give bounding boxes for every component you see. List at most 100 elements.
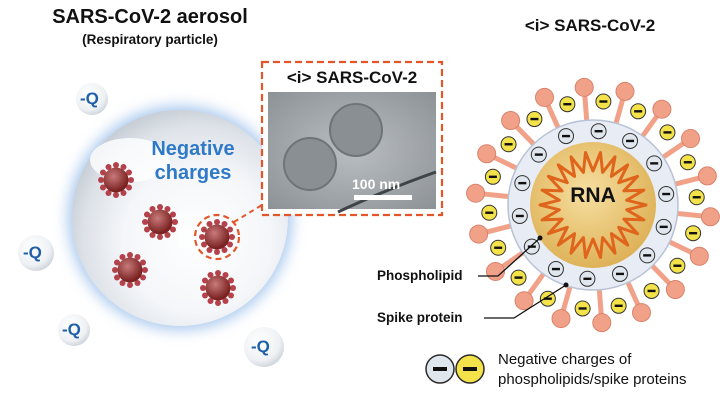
- virus-spike: [139, 274, 146, 281]
- spike-charge-icon: [481, 204, 498, 221]
- virus-spike: [114, 259, 121, 266]
- virus-spike: [149, 206, 156, 213]
- charge-label-2: -Q: [23, 243, 42, 262]
- virus-body: [204, 224, 230, 250]
- spike-head: [665, 279, 685, 299]
- figure-subtitle: (Respiratory particle): [82, 32, 218, 47]
- virus-spike: [120, 164, 127, 171]
- virus-spike: [119, 254, 126, 261]
- spike-charge-icon: [643, 282, 660, 299]
- charge-minus: [583, 277, 592, 280]
- charge-minus: [692, 196, 701, 199]
- tem-virion-2: [283, 137, 337, 191]
- scale-bar: [354, 195, 412, 200]
- legend-line-2: phospholipids/spike proteins: [498, 371, 687, 388]
- virus-particles: [98, 162, 236, 306]
- virus-spike: [119, 279, 126, 286]
- charge-minus: [504, 143, 513, 146]
- spike-proteins: [466, 77, 720, 333]
- virus-spike: [157, 204, 163, 210]
- lipid-charge-icon: [511, 207, 528, 224]
- charge-minus: [494, 246, 503, 249]
- lipid-charge-icon: [611, 265, 628, 282]
- spike-charge-icon: [595, 93, 612, 110]
- charge-minus: [530, 117, 539, 121]
- virus-particle: [112, 252, 148, 288]
- charge-minus: [485, 211, 494, 214]
- charge-minus: [488, 175, 497, 179]
- virus-spike: [139, 259, 146, 266]
- charge-bubble-2: [18, 235, 54, 271]
- spike-head: [689, 246, 709, 266]
- legend-grey-minus: [433, 367, 447, 371]
- spike-charge-icon: [559, 96, 576, 113]
- lipid-charge-icon: [655, 218, 672, 235]
- virus-spike: [105, 164, 112, 171]
- spike-head: [551, 309, 571, 329]
- virus-spike: [98, 177, 104, 183]
- virus-spike: [113, 162, 119, 168]
- virus-spike: [227, 292, 234, 299]
- spike-charge-icon: [526, 111, 543, 128]
- spike-head: [469, 224, 489, 244]
- virus-spike: [207, 297, 214, 304]
- virus-spike: [142, 219, 148, 225]
- virus-spike: [221, 246, 228, 253]
- virus-body: [103, 167, 129, 193]
- virus-spike: [114, 274, 121, 281]
- phospholipid-pointer: [478, 237, 541, 277]
- virus-spike: [214, 249, 220, 255]
- lipid-charge-icon: [658, 186, 675, 203]
- legend-yellow-minus: [463, 367, 477, 371]
- legend-line-1: Negative charges of: [498, 351, 632, 368]
- virus-spike: [100, 169, 107, 176]
- spike-charge-icon: [669, 257, 686, 274]
- virus-spike: [113, 192, 119, 198]
- spike-head: [592, 313, 612, 333]
- charge-minus: [551, 267, 560, 271]
- spike-charge-icon: [574, 300, 591, 317]
- lipid-charge-icon: [514, 175, 531, 192]
- virus-spike: [230, 285, 236, 291]
- spike-head: [700, 207, 720, 227]
- tem-virion-1: [329, 103, 383, 157]
- virus-spike: [206, 246, 213, 253]
- spike-head: [681, 129, 701, 149]
- charge-bubble-4: [244, 327, 284, 367]
- lipid-charge-icon: [523, 238, 540, 255]
- virus-spike: [226, 226, 233, 233]
- virus-spike: [144, 211, 151, 218]
- virus-spike: [201, 241, 208, 248]
- virus-spike: [222, 272, 229, 279]
- virus-spike: [215, 300, 221, 306]
- virus-spike: [149, 231, 156, 238]
- virus-spike: [100, 184, 107, 191]
- virus-spike: [200, 285, 206, 291]
- virus-body: [117, 257, 143, 283]
- charge-label-3: -Q: [62, 320, 81, 339]
- virus-spike: [127, 252, 133, 258]
- tem-label: <i> SARS-CoV-2: [286, 68, 418, 87]
- virus-spike: [127, 282, 133, 288]
- virus-spike: [207, 272, 214, 279]
- scale-bar-label: 100 nm: [352, 176, 401, 192]
- spike-head: [615, 81, 635, 101]
- spike-pointer: [484, 284, 567, 319]
- lipid-charge-icon: [530, 146, 547, 163]
- virus-spike: [206, 221, 213, 228]
- virus-spike: [134, 254, 141, 261]
- spike-protein-label: Spike protein: [377, 310, 463, 325]
- charge-minus: [643, 254, 652, 257]
- spike-charge-icon: [679, 154, 696, 171]
- spike-head: [574, 77, 594, 97]
- spike-head: [534, 87, 554, 107]
- spike-head: [697, 166, 717, 186]
- virus-spike: [222, 297, 229, 304]
- charge-minus: [647, 289, 656, 293]
- virus-spike: [226, 241, 233, 248]
- negative-label: Negative: [151, 138, 235, 160]
- spike-head: [501, 111, 521, 131]
- virus-spike: [215, 270, 221, 276]
